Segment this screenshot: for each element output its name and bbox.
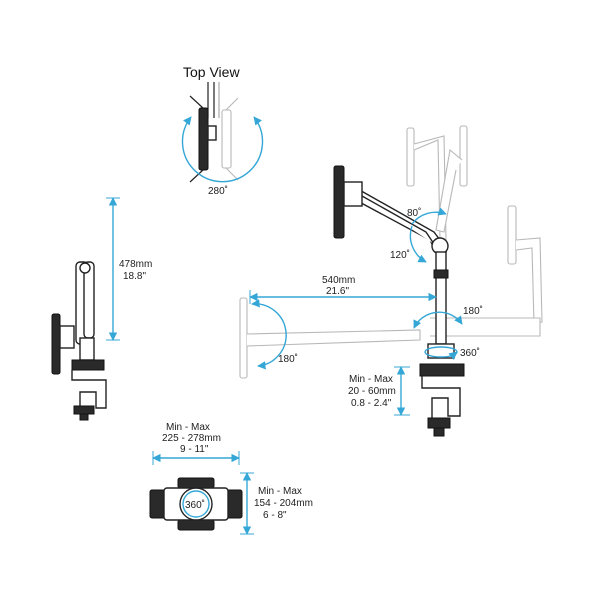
holder-rotation-circle <box>182 490 210 518</box>
main-pole <box>435 251 447 345</box>
clamp-mm-label: 20 - 60mm <box>348 386 396 397</box>
holder-bottom-bar <box>177 519 215 531</box>
holder-center-hub <box>179 487 213 521</box>
side-view-base <box>79 337 95 361</box>
top-view-group: Top View 280˚ <box>181 64 264 197</box>
holder-height-in-label: 6 - 8" <box>263 510 287 521</box>
side-view-group: 478mm 18.8" <box>51 197 152 421</box>
reach-mm-label: 540mm <box>322 275 355 286</box>
top-view-rotation-arc <box>181 116 264 183</box>
holder-width-mm-label: 225 - 278mm <box>162 433 221 444</box>
top-view-tablet <box>198 107 209 171</box>
holder-height-header-label: Min - Max <box>258 486 302 497</box>
top-view-angle-label: 280˚ <box>208 185 228 197</box>
side-view-tablet <box>51 313 61 375</box>
main-view-group: 540mm 21.6" 80˚ 120˚ 180˚ 180˚ 360˚ Min … <box>239 125 543 437</box>
arm-lower-angle-label: 120˚ <box>390 249 410 261</box>
height-in-label: 18.8" <box>123 271 146 282</box>
pole-rotation-arc <box>413 311 463 329</box>
holder-height-mm-label: 154 - 204mm <box>254 498 313 509</box>
arm-upper-arc <box>411 207 447 225</box>
main-clamp <box>421 376 461 418</box>
ghost-arm-positions <box>239 125 543 379</box>
main-tablet <box>333 165 345 239</box>
pole-angle-label: 180˚ <box>463 305 483 317</box>
holder-top-bar <box>177 477 215 489</box>
holder-width-header-label: Min - Max <box>166 422 210 433</box>
arm-lower-arc <box>409 225 427 263</box>
clamp-header-label: Min - Max <box>349 374 393 385</box>
top-view-title: Top View <box>183 64 240 80</box>
top-view-ghost-tablet <box>221 109 232 169</box>
base-swivel-angle-label: 360˚ <box>460 347 480 359</box>
reach-in-label: 21.6" <box>326 286 349 297</box>
holder-rotation-label: 360˚ <box>185 499 205 511</box>
arm-upper-angle-label: 80˚ <box>407 207 421 219</box>
holder-width-in-label: 9 - 11" <box>180 444 209 455</box>
tablet-tilt-angle-label: 180˚ <box>278 353 298 365</box>
height-mm-label: 478mm <box>119 259 152 270</box>
tablet-tilt-arc <box>251 299 287 370</box>
clamp-in-label: 0.8 - 2.4" <box>351 398 392 409</box>
holder-view-group: Min - Max 225 - 278mm 9 - 11" Min - Max … <box>149 422 313 535</box>
